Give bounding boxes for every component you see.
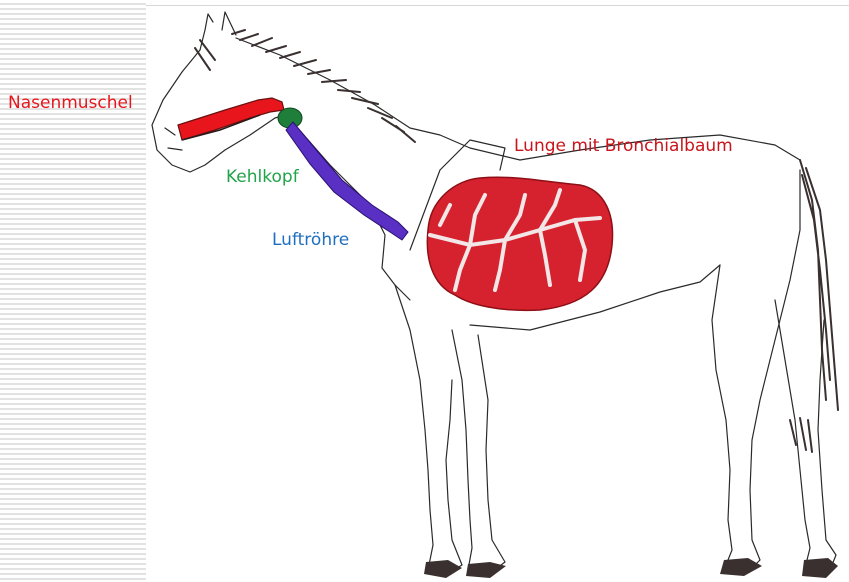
- front-leg-right: [452, 330, 505, 575]
- hoof: [424, 560, 462, 578]
- neck-outline: [236, 38, 470, 148]
- label-nasenmuschel: Nasenmuschel: [8, 93, 133, 113]
- label-lunge: Lunge mit Bronchialbaum: [514, 136, 733, 156]
- nasal-conchae-shape: [178, 98, 284, 140]
- label-luftroehre: Luftröhre: [272, 230, 349, 250]
- tail: [800, 160, 838, 410]
- trachea-shape: [286, 122, 408, 240]
- hoof: [466, 562, 506, 578]
- front-leg-left: [395, 285, 462, 575]
- hoof: [802, 558, 838, 578]
- hoof: [720, 558, 762, 576]
- label-kehlkopf: Kehlkopf: [226, 167, 299, 187]
- ear-outline: [222, 12, 236, 35]
